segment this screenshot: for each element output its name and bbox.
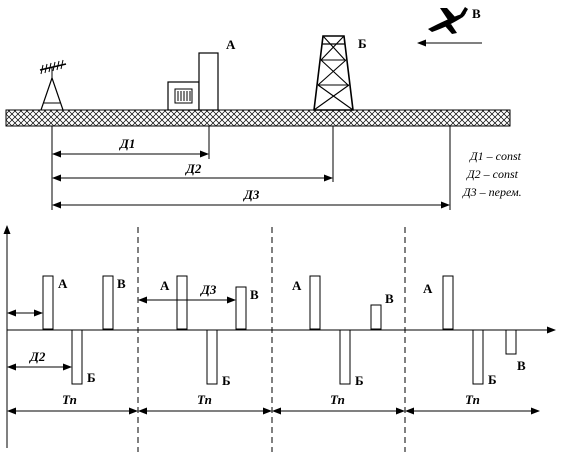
pulse-a-3-label: А: [292, 278, 302, 293]
pulse-a-2: [176, 275, 188, 330]
legend-d2: Д2 – const: [466, 167, 519, 181]
pulse-a-3: [309, 275, 321, 330]
period-3-label: Тп: [330, 392, 345, 407]
object-b-label: Б: [358, 36, 367, 51]
ground: [5, 109, 511, 127]
pulse-b-4-label: Б: [488, 372, 497, 387]
pulse-b-3-label: Б: [355, 373, 364, 388]
pulse-v-2: [235, 286, 247, 330]
pulse-v-2-label: В: [250, 287, 259, 302]
antenna-icon: [39, 59, 67, 111]
pulse-b-1: [71, 329, 83, 385]
delay-d3-label: Д3: [200, 282, 217, 297]
aircraft-icon: [428, 7, 468, 34]
period-2-label: Тп: [197, 392, 212, 407]
pulse-b-3: [339, 329, 351, 385]
period-1-label: Тп: [62, 392, 77, 407]
pulse-a-2-label: А: [160, 278, 170, 293]
pulse-v-4: [505, 329, 517, 355]
distance-d2-label: Д2: [185, 161, 202, 176]
tower-icon: [313, 35, 354, 111]
pulse-a-1: [42, 275, 54, 330]
pulse-b-1-label: Б: [87, 370, 96, 385]
pulse-v-3: [370, 304, 382, 330]
pulse-b-2: [206, 329, 218, 385]
pulse-b-2-label: Б: [222, 373, 231, 388]
legend-d3: Д3 – перем.: [462, 185, 522, 199]
distance-guides: [51, 126, 451, 210]
object-v-label: В: [472, 6, 481, 21]
pulse-a-4: [442, 275, 454, 330]
legend-d1: Д1 – const: [469, 149, 522, 163]
pulse-a-1-label: А: [58, 276, 68, 291]
pulse-a-4-label: А: [423, 281, 433, 296]
pulse-v-1-label: В: [117, 276, 126, 291]
object-a-label: А: [226, 37, 236, 52]
distance-d3-label: Д3: [243, 187, 260, 202]
pulse-v-1: [102, 275, 114, 330]
pulse-v-4-label: В: [517, 358, 526, 373]
pulse-v-3-label: В: [385, 291, 394, 306]
distance-d1-label: Д1: [119, 136, 135, 151]
delay-d2-label: Д2: [29, 349, 46, 364]
period-4-label: Тп: [465, 392, 480, 407]
pulse-b-4: [472, 329, 484, 385]
building-icon: [167, 52, 219, 111]
period-dividers: [137, 227, 406, 452]
